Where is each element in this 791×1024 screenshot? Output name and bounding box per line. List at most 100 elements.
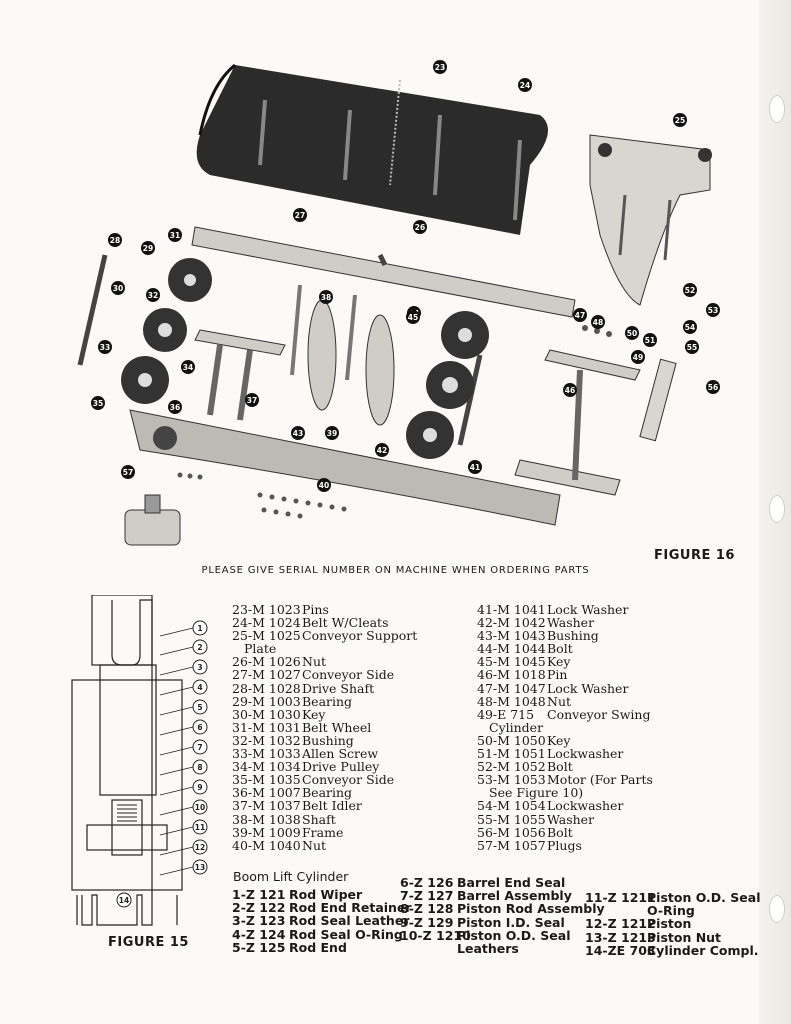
part-code: 54-M 1054 (477, 798, 546, 814)
boom-lift-cylinder-heading: Boom Lift Cylinder (233, 869, 349, 884)
part-code: 32-M 1032 (232, 732, 301, 748)
svg-text:6: 6 (197, 723, 202, 732)
part-name: Motor (For Parts (547, 772, 653, 788)
part-name: Piston Rod Assembly (457, 901, 605, 917)
part-code: 34-M 1034 (232, 759, 301, 775)
svg-text:29: 29 (143, 244, 153, 253)
part-name: Belt Idler (302, 798, 362, 814)
svg-text:12: 12 (195, 843, 205, 852)
figure15-label: FIGURE 15 (108, 935, 189, 950)
part-code: 26-M 1026 (232, 654, 301, 670)
part-name: Lock Washer (547, 680, 629, 696)
part-name: Nut (302, 654, 327, 670)
svg-text:56: 56 (708, 383, 718, 392)
callout-53: 53 (706, 303, 720, 317)
callout-51: 51 (643, 333, 657, 347)
svg-text:51: 51 (645, 336, 655, 345)
part-code: 14-ZE 703 (585, 942, 656, 958)
part-code: 3-Z 123 (232, 913, 286, 929)
part-code: 31-M 1031 (232, 719, 301, 735)
part-code: 10-Z 1210 (400, 927, 471, 943)
svg-text:35: 35 (93, 399, 103, 408)
part-code: 49-E 715 (477, 706, 535, 722)
svg-text:37: 37 (247, 396, 257, 405)
part-code: 5-Z 125 (232, 939, 286, 955)
callout-42: 42 (375, 443, 389, 457)
svg-text:46: 46 (565, 386, 575, 395)
svg-text:57: 57 (123, 468, 133, 477)
idler-illustration (307, 299, 395, 426)
callout-37: 37 (245, 393, 259, 407)
part-name: Nut (547, 693, 572, 709)
ordering-notice: PLEASE GIVE SERIAL NUMBER ON MACHINE WHE… (201, 565, 590, 576)
svg-text:23: 23 (435, 63, 445, 72)
part-name: Plate (244, 641, 277, 657)
part-name: Piston Nut (647, 929, 722, 945)
part-name: Key (302, 706, 326, 722)
part-name: Barrel Assembly (457, 888, 572, 904)
part-code: 50-M 1050 (477, 732, 546, 748)
part-code: 11-Z 1211 (585, 890, 656, 905)
part-name: Bushing (547, 628, 599, 644)
part-name: Rod End (289, 939, 347, 955)
callout-28: 28 (108, 233, 122, 247)
part-name: Piston O.D. Seal (647, 890, 761, 905)
callout-8: 8 (159, 759, 208, 776)
part-name: Washer (547, 811, 595, 827)
part-name: Piston (647, 916, 692, 932)
svg-text:38: 38 (321, 293, 331, 302)
svg-text:40: 40 (319, 481, 329, 490)
part-code: 30-M 1030 (232, 706, 301, 722)
callout-32: 32 (146, 288, 160, 302)
parts-row: O-Ring (585, 904, 760, 917)
part-name: Key (547, 654, 571, 670)
svg-text:30: 30 (113, 284, 123, 293)
parts-row: Cylinder (477, 721, 653, 734)
callout-1: 1 (159, 620, 208, 637)
part-code: 38-M 1038 (232, 811, 301, 827)
part-name: Lock Washer (547, 602, 629, 617)
part-name: Plugs (547, 837, 582, 853)
callout-6: 6 (159, 719, 208, 736)
callout-7: 7 (159, 739, 208, 756)
part-name: Rod Wiper (289, 887, 363, 902)
callout-12: 12 (159, 839, 208, 856)
callout-24: 24 (518, 78, 532, 92)
callout-54: 54 (683, 320, 697, 334)
callout-40: 40 (317, 478, 331, 492)
binder-hole (769, 495, 785, 523)
svg-text:34: 34 (183, 363, 193, 372)
binder-hole (769, 95, 785, 123)
part-code: 45-M 1045 (477, 654, 546, 670)
svg-text:1: 1 (197, 624, 202, 633)
callout-57: 57 (121, 465, 135, 479)
part-name: Pin (547, 667, 568, 683)
svg-text:4: 4 (197, 683, 202, 692)
callout-11: 11 (159, 819, 208, 836)
callout-2: 2 (159, 639, 208, 656)
